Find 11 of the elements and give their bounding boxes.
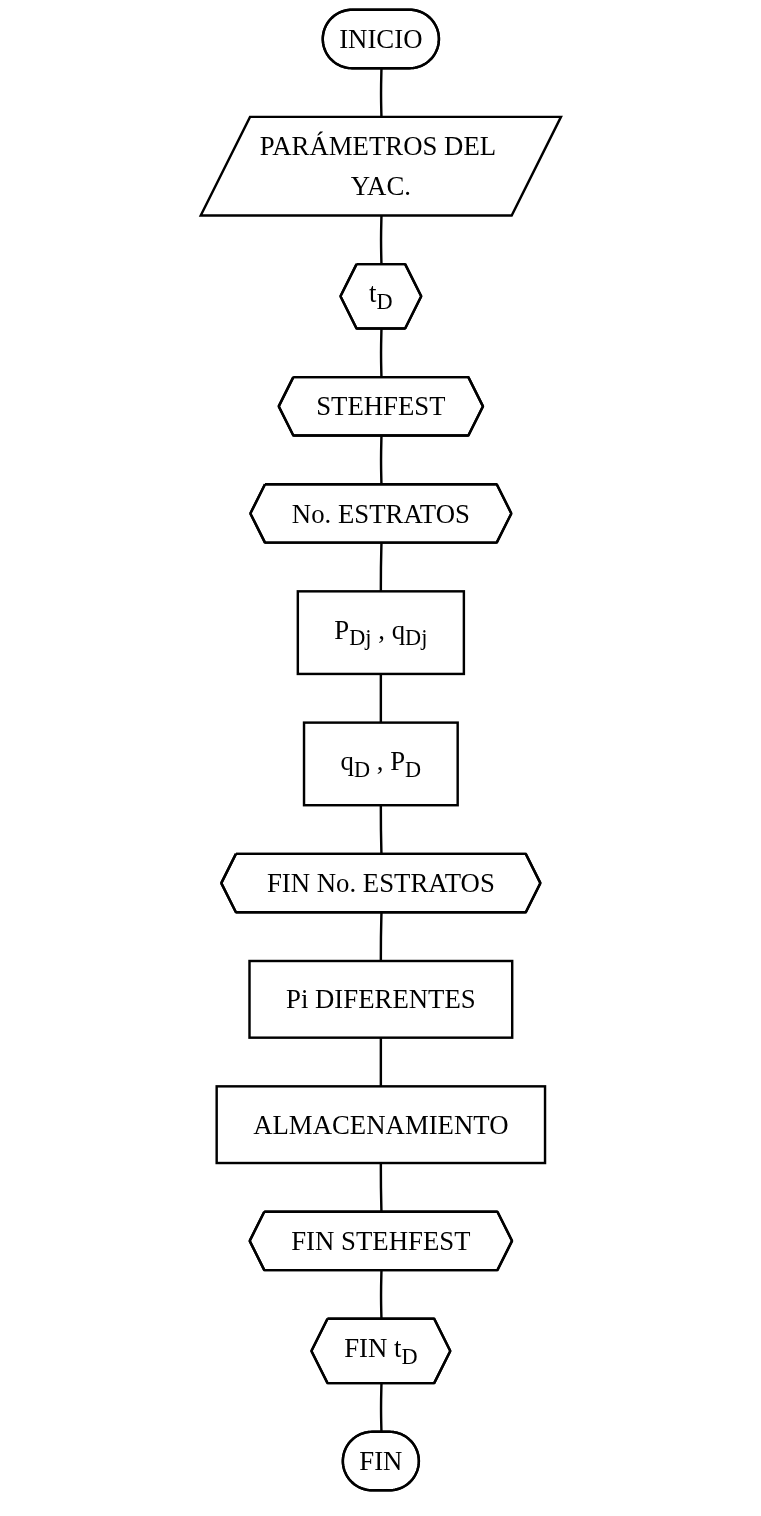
- node-box: P$_{Dj}$ , q$_{Dj}$: [296, 590, 465, 676]
- node-box: ALMACENAMIENTO: [215, 1085, 546, 1165]
- connector: [379, 329, 383, 378]
- connector: [379, 1037, 382, 1087]
- connector: [379, 436, 383, 485]
- connector: [379, 912, 383, 961]
- connector: [379, 543, 383, 592]
- node-box: q$_{D}$ , P$_{D}$: [302, 721, 459, 807]
- node-box: Pi DIFERENTES: [247, 959, 514, 1039]
- connector: [379, 673, 382, 723]
- connector: [379, 216, 383, 265]
